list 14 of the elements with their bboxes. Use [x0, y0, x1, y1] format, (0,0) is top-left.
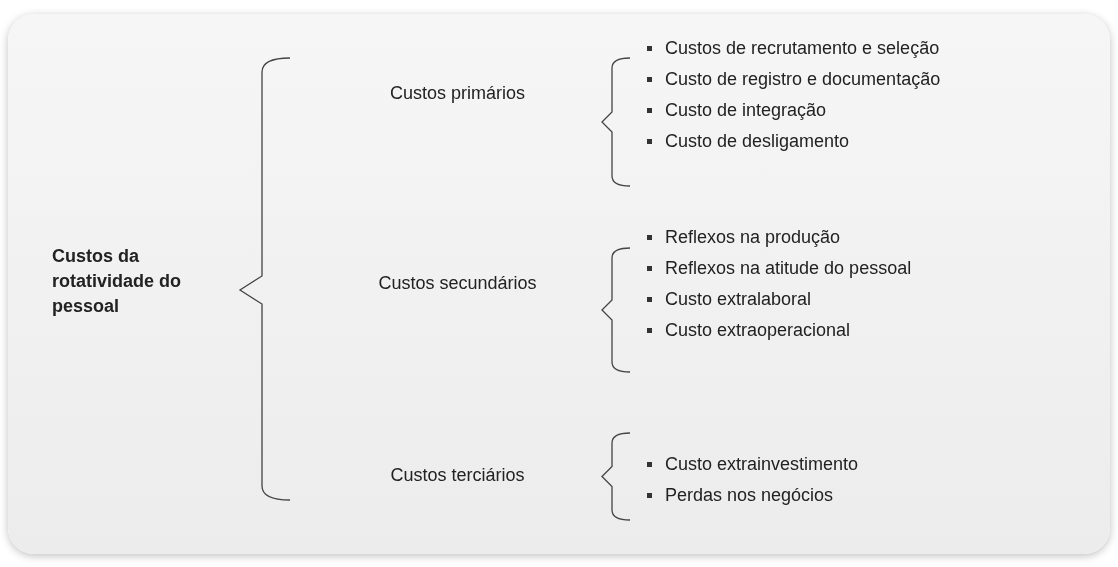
- category-label: Custos terciários: [390, 465, 525, 485]
- bullet-item: Custo de integração: [665, 99, 827, 122]
- bullet-item: Custo extralaboral: [665, 288, 812, 311]
- bullet-item: Reflexos na atitude do pessoal: [665, 257, 912, 280]
- bullet-item: Custos de recrutamento e seleção: [665, 37, 940, 60]
- category-label: Custos primários: [389, 83, 525, 103]
- bullet-item: Reflexos na produção: [665, 226, 841, 249]
- bullet-item: Custo de registro e documentação: [665, 68, 941, 91]
- bullet-item: Custo extrainvestimento: [665, 453, 859, 476]
- bullet-item: Perdas nos negócios: [665, 484, 834, 507]
- root-label: Custos da rotatividade do pessoal: [52, 246, 181, 316]
- bullet-item: Custo extraoperacional: [665, 319, 851, 342]
- bullet-item: Custo de desligamento: [665, 130, 850, 153]
- category-label: Custos secundários: [378, 273, 537, 293]
